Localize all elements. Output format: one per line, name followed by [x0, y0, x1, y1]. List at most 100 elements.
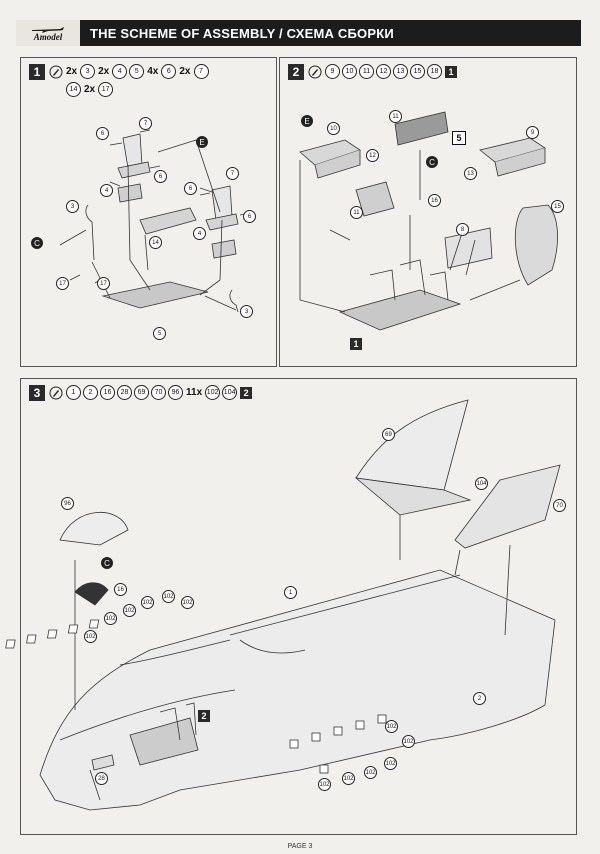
- callout: 102: [318, 778, 331, 791]
- callout: 102: [141, 596, 154, 609]
- part-number: 7: [193, 64, 209, 79]
- multiplier: 11x: [186, 387, 203, 398]
- glue-marker-icon: C: [426, 156, 438, 168]
- callout: 3: [66, 200, 79, 213]
- glue-marker-icon: C: [31, 237, 43, 249]
- cockpit-floor-drawing: [101, 281, 209, 309]
- wing-root-drawing: [454, 464, 561, 549]
- callout: 11: [350, 206, 363, 219]
- cockpit-tub-drawing: [338, 289, 462, 331]
- callout: 4: [100, 184, 113, 197]
- step3-badge: 3: [29, 385, 45, 401]
- callout: 102: [364, 766, 377, 779]
- multiplier: 2x: [66, 66, 78, 77]
- callout: 6: [184, 182, 197, 195]
- callout: 14: [149, 236, 162, 249]
- callout: 102: [342, 772, 355, 785]
- plane-logo-icon: [32, 27, 64, 33]
- svg-text:C: C: [34, 239, 40, 248]
- callout: 102: [162, 590, 175, 603]
- step1-badge: 1: [29, 64, 45, 80]
- glue-marker-icon: E: [196, 136, 208, 148]
- page-number: PAGE 3: [287, 843, 313, 850]
- callout: 102: [384, 757, 397, 770]
- callout: 102: [385, 720, 398, 733]
- callout: 8: [456, 223, 469, 236]
- callout: 69: [382, 428, 395, 441]
- step1-panel: [20, 57, 277, 367]
- step2-badge: 2: [288, 64, 304, 80]
- callout: 13: [464, 167, 477, 180]
- brand-logo: Amodel: [16, 20, 80, 46]
- glue-marker-icon: E: [301, 115, 313, 127]
- part-number: 102: [205, 385, 221, 400]
- part-number: 13: [393, 64, 408, 79]
- part-number: 4: [112, 64, 128, 79]
- callout: 3: [240, 305, 253, 318]
- part-number: 3: [80, 64, 96, 79]
- multiplier: 2x: [179, 66, 191, 77]
- callout: 7: [226, 167, 239, 180]
- callout: 16: [114, 583, 127, 596]
- callout: 4: [193, 227, 206, 240]
- callout: 28: [95, 772, 108, 785]
- callout: 6: [154, 170, 167, 183]
- callout: 6: [96, 127, 109, 140]
- block-left: [117, 183, 143, 203]
- callout: 17: [97, 277, 110, 290]
- callout: 17: [56, 277, 69, 290]
- part-number: 69: [134, 385, 149, 400]
- glue-icon: [49, 65, 63, 78]
- callout: 1: [284, 586, 297, 599]
- nose-part28-drawing: [91, 754, 115, 771]
- subassembly-ref: 2: [240, 386, 253, 399]
- canopy-drawing: [59, 511, 129, 546]
- callout: 96: [61, 497, 74, 510]
- svg-text:C: C: [429, 158, 435, 167]
- callout: 102: [104, 612, 117, 625]
- callout: 102: [181, 596, 194, 609]
- step3-panel: [20, 378, 577, 835]
- page-title: THE SCHEME OF ASSEMBLY / СХЕМА СБОРКИ: [90, 25, 394, 41]
- subassembly-ref: 1: [445, 65, 457, 78]
- callout: 9: [526, 126, 539, 139]
- glue-marker-icon: C: [101, 557, 113, 569]
- callout: 2: [473, 692, 486, 705]
- panel-11-drawing: [394, 111, 449, 146]
- part-number: 2: [83, 385, 98, 400]
- svg-text:E: E: [304, 117, 309, 126]
- box-label: 5: [452, 131, 466, 145]
- part-number: 5: [129, 64, 145, 79]
- callout: 7: [139, 117, 152, 130]
- callout: 16: [428, 194, 441, 207]
- seat-part16-drawing: [74, 582, 109, 606]
- part-number: 6: [161, 64, 177, 79]
- step2-panel: [279, 57, 577, 367]
- callout: 70: [553, 499, 566, 512]
- bulkhead-15-drawing: [514, 204, 558, 286]
- part-number: 104: [222, 385, 238, 400]
- multiplier: 2x: [84, 84, 96, 95]
- brand-logo-text: Amodel: [33, 32, 63, 42]
- panel-8-drawing: [444, 227, 493, 269]
- part-number: 18: [427, 64, 442, 79]
- multiplier: 4x: [147, 66, 159, 77]
- svg-text:C: C: [104, 559, 110, 568]
- part-number: 14: [66, 82, 81, 97]
- svg-text:E: E: [199, 138, 204, 147]
- callout: 5: [153, 327, 166, 340]
- step1-parts-line2: 14 2x 17: [66, 82, 114, 97]
- fuselage-drawing: [39, 569, 556, 811]
- seat-right-drawing: [199, 185, 251, 231]
- callout: 104: [475, 477, 488, 490]
- part-number: 10: [342, 64, 357, 79]
- callout: 12: [366, 149, 379, 162]
- subassembly-ref: 2: [198, 710, 210, 722]
- cockpit-insert-drawing: [129, 717, 199, 766]
- callout: 10: [327, 122, 340, 135]
- callout: 11: [389, 110, 402, 123]
- callout: 6: [243, 210, 256, 223]
- part-number: 17: [98, 82, 114, 97]
